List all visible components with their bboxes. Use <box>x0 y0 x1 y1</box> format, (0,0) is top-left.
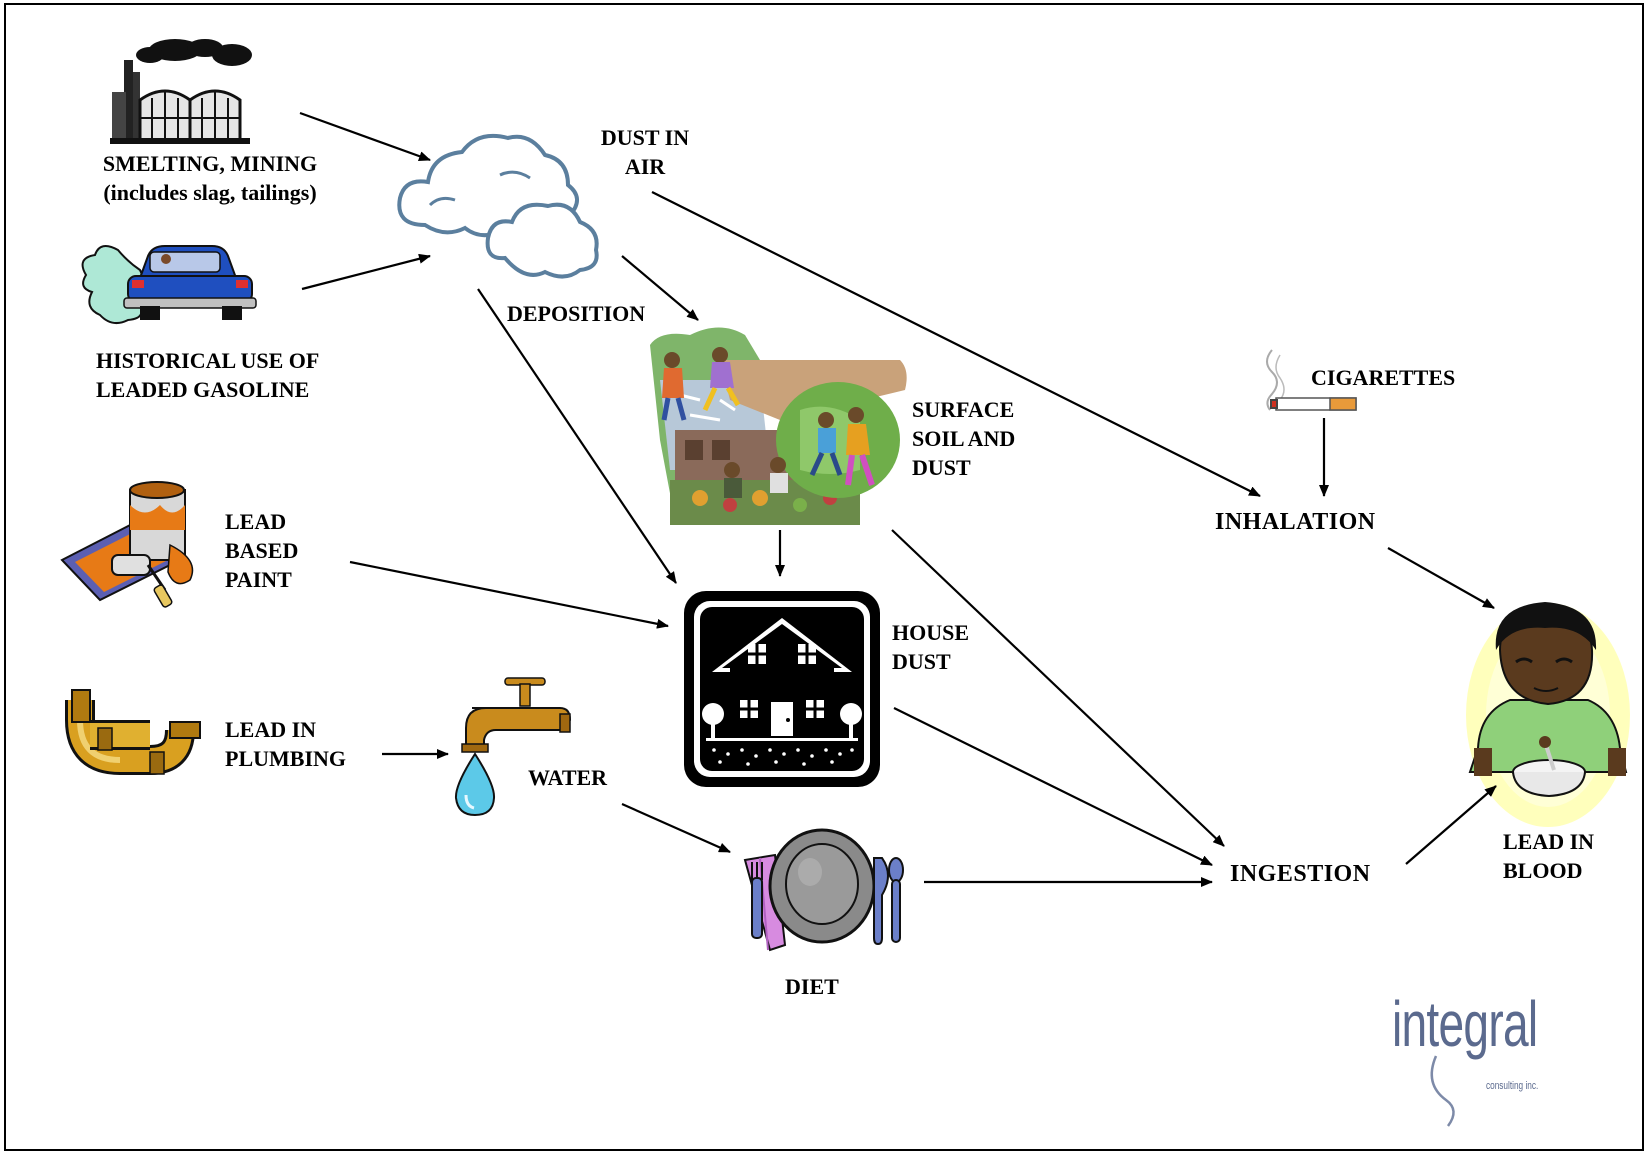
label-smelting-mining: SMELTING, MINING (includes slag, tailing… <box>102 151 318 205</box>
plate-cutlery-icon <box>743 828 904 952</box>
label-lead-based-paint: LEAD BASED PAINT <box>225 509 299 592</box>
cigarette-icon <box>1266 349 1357 411</box>
arrow-smelting-to-cloud <box>299 111 431 162</box>
smelter-icon <box>110 39 252 144</box>
label-ingestion: INGESTION <box>1230 861 1371 887</box>
arrow-inhalation-to-blood <box>1387 547 1495 609</box>
arrow-paint-to-house <box>349 560 669 629</box>
paint-can-icon <box>60 481 194 608</box>
surface-soil-scene-icon <box>650 327 907 525</box>
dust-cloud-icon <box>397 133 599 279</box>
label-diet: DIET <box>785 974 839 999</box>
child-eating-icon <box>1466 602 1630 827</box>
arrow-cloud-to-soil <box>621 255 699 321</box>
label-lead-in-plumbing: LEAD IN PLUMBING <box>225 717 346 771</box>
car-icon <box>81 245 257 325</box>
label-surface-soil: SURFACE SOIL AND DUST <box>912 397 1016 480</box>
arrow-water-to-diet <box>621 802 731 854</box>
arrow-cloud-to-house <box>477 288 677 584</box>
label-deposition: DEPOSITION <box>507 301 646 326</box>
label-water: WATER <box>528 765 608 790</box>
label-inhalation: INHALATION <box>1215 509 1376 535</box>
faucet-icon <box>454 677 572 817</box>
house-icon <box>684 591 880 787</box>
arrow-house-to-ingestion <box>893 707 1213 866</box>
diagram-frame <box>4 3 1644 1151</box>
arrow-soil-to-ingestion <box>891 529 1225 847</box>
arrow-air-to-inhalation <box>651 191 1261 497</box>
label-leaded-gasoline: HISTORICAL USE OF LEADED GASOLINE <box>96 348 320 402</box>
label-dust-in-air: DUST IN AIR <box>600 125 690 179</box>
arrow-ingestion-to-blood <box>1405 785 1497 865</box>
label-house-dust: HOUSE DUST <box>892 620 970 674</box>
logo-wordmark: integral <box>1392 988 1538 1060</box>
label-cigarettes: CIGARETTES <box>1311 365 1456 390</box>
logo-tagline: consulting inc. <box>1486 1080 1539 1092</box>
arrows <box>299 111 1497 887</box>
label-lead-in-blood: LEAD IN BLOOD <box>1503 829 1595 883</box>
pipe-icon <box>65 689 201 775</box>
arrow-gasoline-to-cloud <box>301 253 431 291</box>
